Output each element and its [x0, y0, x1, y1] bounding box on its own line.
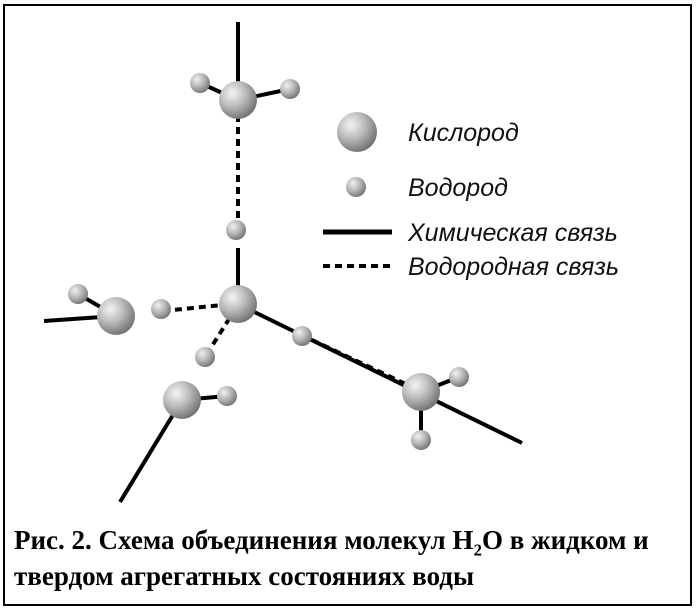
oxygen-atom	[219, 81, 257, 119]
hydrogen-bond	[311, 338, 411, 388]
legend-hydrogen-label: Водород	[408, 174, 508, 202]
oxygen-atom	[219, 285, 257, 323]
hydrogen-atom	[190, 73, 210, 93]
figure-caption: Рис. 2. Схема объединения молекул H2O в …	[14, 522, 689, 594]
legend-chemical-bond-label: Химическая связь	[407, 219, 618, 247]
oxygen-atom	[402, 373, 440, 411]
legend-oxygen-symbol	[337, 112, 377, 152]
legend-oxygen-label: Кислород	[408, 119, 519, 147]
caption-suffix: O в жидком и твердом агрегатных состояни…	[14, 525, 649, 591]
water-molecules-diagram: Кислород Водород Химическая связь Водоро…	[43, 22, 619, 504]
hydrogen-bonds	[162, 115, 411, 388]
hydrogen-atom	[226, 220, 246, 240]
legend-hydrogen-symbol	[346, 177, 366, 197]
chemical-bond	[118, 398, 184, 504]
hydrogen-atom	[68, 284, 88, 304]
hydrogen-atom	[195, 347, 215, 367]
caption-subscript: 2	[473, 540, 482, 560]
legend-hydrogen-bond-label: Водородная связь	[408, 253, 619, 281]
hydrogen-atom	[449, 367, 469, 387]
hydrogen-atom	[280, 79, 300, 99]
hydrogen-atom	[292, 326, 312, 346]
caption-prefix: Рис. 2. Схема объединения молекул H	[14, 525, 474, 555]
oxygen-atoms	[97, 81, 440, 419]
hydrogen-atoms	[68, 73, 469, 450]
oxygen-atom	[97, 297, 135, 335]
hydrogen-atom	[217, 386, 237, 406]
hydrogen-atom	[151, 299, 171, 319]
oxygen-atom	[163, 381, 201, 419]
legend: Кислород Водород Химическая связь Водоро…	[323, 112, 619, 281]
hydrogen-atom	[411, 430, 431, 450]
